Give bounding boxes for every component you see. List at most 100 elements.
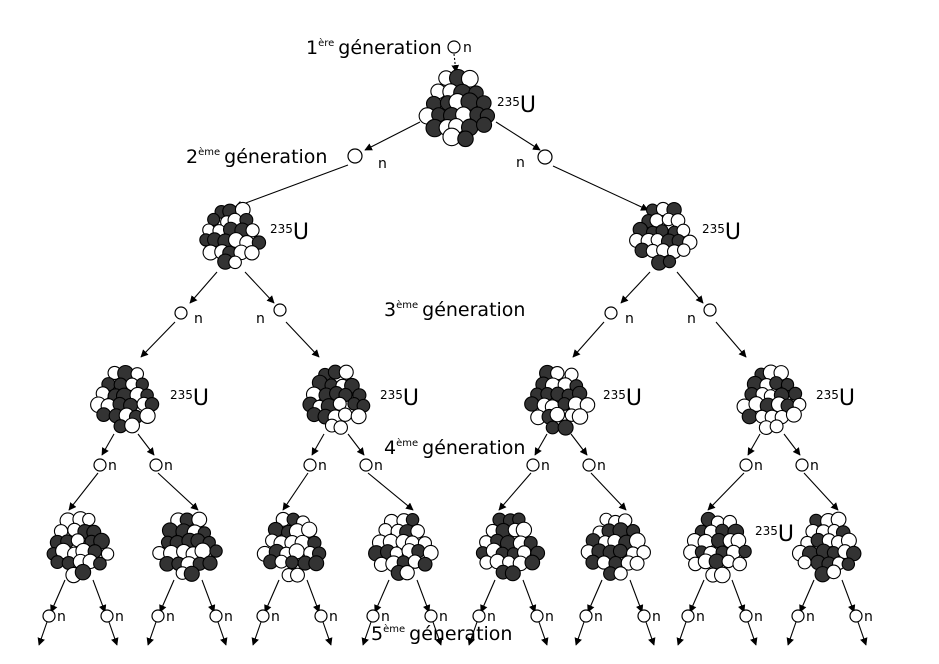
neutron-label-gen5-12: n	[652, 609, 661, 625]
arrow-gen4-6	[590, 472, 627, 511]
neutron-label-gen3-3: n	[625, 311, 634, 327]
neutron-gen4-6	[582, 458, 596, 472]
proton-sphere	[417, 556, 433, 572]
proton-sphere	[475, 116, 493, 133]
neutron-sphere	[636, 545, 651, 560]
arrow-gen3-down-left-1	[101, 433, 115, 456]
arrow-gen4-down-left-5	[480, 579, 496, 613]
neutron-gen5-10	[530, 609, 544, 623]
neutron-sphere	[124, 417, 141, 434]
neutron-sphere	[399, 565, 415, 581]
arrow-gen4-8	[803, 472, 839, 511]
proton-sphere	[741, 408, 758, 425]
arrow-gen4-down-right-3	[306, 579, 321, 613]
uranium-nucleus-gen3-4	[736, 364, 807, 435]
proton-sphere	[612, 543, 628, 559]
neutron-gen4-1	[93, 458, 107, 472]
uranium-nucleus-gen3-1	[90, 364, 160, 434]
arrow-gen5-right-3	[322, 621, 333, 646]
neutron-label-gen4-5: n	[541, 458, 550, 474]
arrow-gen4-1	[68, 472, 99, 511]
uranium-nucleus-gen4-1	[46, 511, 115, 584]
neutron-gen3-3	[604, 306, 618, 320]
arrow-gen2-n4	[676, 271, 704, 304]
neutron-sphere	[228, 255, 242, 270]
neutron-gen4-7	[739, 458, 753, 472]
arrow-gen4-down-left-3	[264, 579, 280, 613]
proton-sphere	[457, 130, 474, 148]
neutron-gen5-1	[42, 609, 56, 623]
isotope-label-gen2-right: 235U	[702, 220, 741, 245]
reaction-arrows	[37, 53, 868, 646]
uranium-nucleus-gen1	[418, 68, 496, 148]
arrow-gen4-3	[282, 472, 309, 511]
neutron-label-gen3-1: n	[194, 311, 203, 327]
isotope-symbol: U	[520, 93, 536, 118]
isotope-mass-number: 235	[702, 222, 725, 236]
neutron-gen4-8	[795, 458, 809, 472]
neutron-label-gen4-8: n	[810, 458, 819, 474]
arrow-gen3-down-left-4	[747, 433, 761, 456]
arrow-gen4-down-left-6	[587, 579, 603, 613]
uranium-nucleus-gen4-5	[475, 512, 546, 582]
arrow-gen5-left-7	[676, 621, 687, 646]
neutron-label-gen5-15: n	[806, 609, 815, 625]
uranium-nucleus-gen2-right	[629, 201, 698, 271]
neutron-gen5-11	[579, 609, 593, 623]
proton-sphere	[524, 554, 541, 571]
isotope-symbol: U	[839, 386, 855, 411]
neutron-sphere	[571, 408, 589, 425]
proton-sphere	[308, 555, 325, 572]
neutron-label-gen5-4: n	[224, 609, 233, 625]
proton-sphere	[504, 565, 521, 582]
neutron-sphere	[579, 397, 596, 413]
arrow-gen2-n3	[620, 271, 651, 304]
neutron-label-gen5-1: n	[57, 609, 66, 625]
neutron-gen5-9	[472, 609, 486, 623]
neutron-sphere	[100, 547, 115, 561]
isotope-symbol: U	[626, 386, 642, 411]
neutron-gen4-5	[526, 458, 540, 472]
uranium-nucleus-gen4-7	[683, 511, 752, 584]
neutron-sphere	[826, 564, 842, 580]
neutron-sphere	[769, 419, 784, 434]
arrow-gen3-down-left-3	[534, 433, 548, 456]
neutron-sphere	[350, 408, 367, 425]
neutron-label-gen3-4: n	[687, 311, 696, 327]
neutron-label-gen4-2: n	[164, 458, 173, 474]
neutron-label-gen5-9: n	[487, 609, 496, 625]
neutron-sphere	[245, 223, 260, 238]
arrow-gen2-n2	[244, 271, 275, 304]
neutron-sphere	[333, 420, 348, 435]
neutron-label-gen4-1: n	[108, 458, 117, 474]
neutron-gen5-16	[849, 609, 863, 623]
isotope-label-gen3-1: 235U	[170, 386, 209, 411]
neutron-label-gen2-right: n	[516, 155, 525, 171]
neutron-gen5-2	[100, 609, 114, 623]
neutron-label-gen4-4: n	[374, 458, 383, 474]
isotope-label-gen2-left: 235U	[270, 220, 309, 245]
isotope-mass-number: 235	[380, 388, 403, 402]
arrow-gen5-right-8	[857, 621, 868, 646]
arrow-gen4-down-left-4	[374, 579, 390, 613]
neutron-gen4-4	[359, 458, 373, 472]
arrow-gen4-down-left-1	[50, 579, 66, 613]
arrow-gen4-5	[498, 472, 532, 511]
arrow-gen1-left	[364, 121, 421, 151]
neutron-sphere	[290, 567, 305, 583]
proton-sphere	[207, 212, 221, 226]
arrow-gen2-n1	[189, 271, 218, 304]
neutron-label-gen5-8: n	[439, 609, 448, 625]
neutron-label-gen1: n	[463, 40, 472, 56]
neutron-sphere	[244, 245, 260, 261]
isotope-symbol: U	[293, 220, 309, 245]
arrow-gen2-right	[552, 165, 649, 211]
arrow-gen3-down-left-2	[311, 433, 325, 456]
isotope-label-gen4: 235U	[755, 522, 794, 547]
isotope-label-gen3-2: 235U	[380, 386, 419, 411]
